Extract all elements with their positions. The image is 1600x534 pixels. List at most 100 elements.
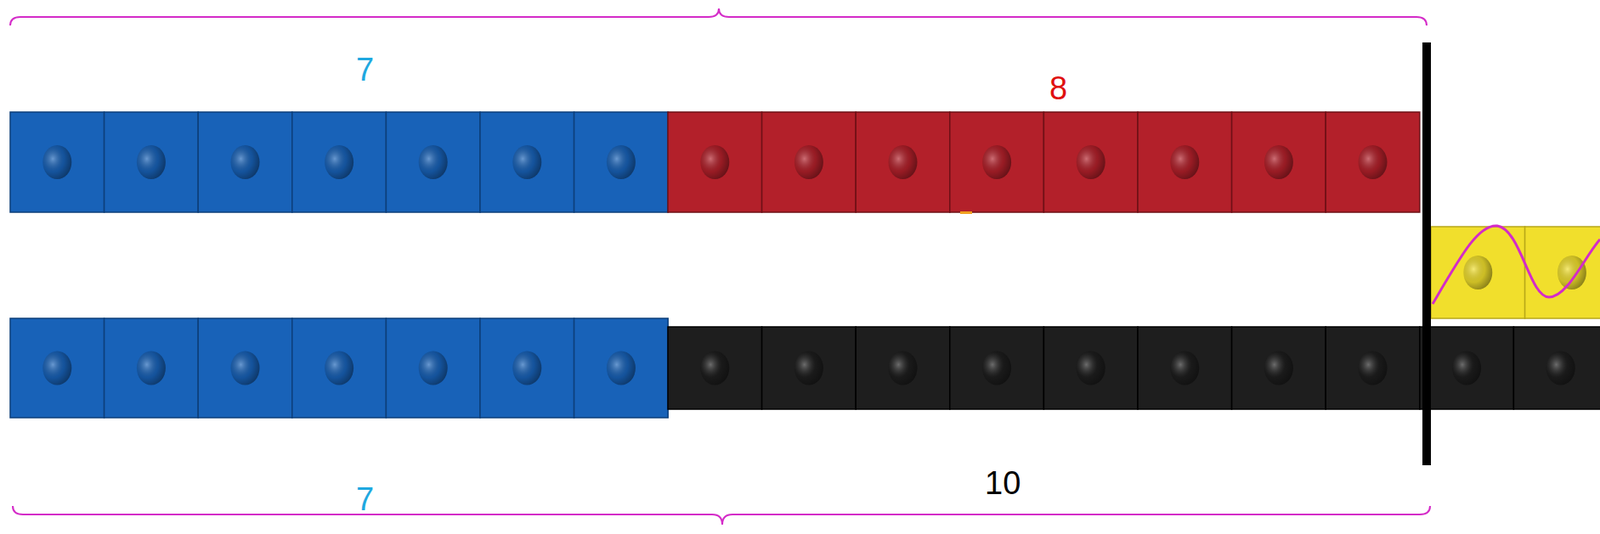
black-cube [1232, 327, 1327, 410]
black-cube [762, 327, 857, 410]
red-cube [1325, 112, 1420, 213]
blue-cube [480, 112, 575, 213]
cube-dimple-shade [888, 145, 918, 180]
black-cube [1137, 327, 1233, 410]
cube-dimple [1264, 351, 1294, 386]
cube-dimple [1170, 351, 1199, 386]
blue-cube [574, 318, 669, 419]
cube-dimple [794, 351, 824, 386]
yellow-cube [1430, 226, 1526, 319]
cube-dimple [700, 145, 730, 180]
blue-cube [385, 318, 481, 419]
cube-dimple-shade [1358, 145, 1388, 180]
blue-cube [574, 112, 669, 213]
cube-dimple [136, 145, 166, 180]
cube-dimple-shade [42, 351, 72, 386]
cube-dimple-shade [606, 351, 636, 386]
cube-dimple [42, 145, 72, 180]
cube-dimple [1557, 255, 1587, 290]
cube-dimple-shade [418, 145, 448, 180]
blue-cube [104, 112, 199, 213]
cube-dimple-shade [1452, 351, 1482, 386]
black-cube [949, 327, 1045, 410]
cube-dimple-shade [606, 145, 636, 180]
red-cube [762, 112, 857, 213]
black-cube [1043, 327, 1138, 410]
cube-dimple-shade [700, 145, 730, 180]
red-cube [855, 112, 950, 213]
cube-dimple-shade [136, 145, 166, 180]
blue-cube [385, 112, 481, 213]
count-label: 10 [984, 467, 1021, 500]
cube-dimple [982, 145, 1012, 180]
cube-dimple-shade [1546, 351, 1576, 386]
cube-dimple-shade [888, 351, 918, 386]
blue-cube [480, 318, 575, 419]
black-cube [855, 327, 950, 410]
blue-cube [104, 318, 199, 419]
cube-dimple [1358, 145, 1388, 180]
cube-dimple-shade [1264, 351, 1294, 386]
cube-dimple [606, 145, 636, 180]
cube-dimple [888, 351, 918, 386]
cube-dimple-shade [982, 351, 1012, 386]
cube-dimple-shade [1170, 351, 1199, 386]
cube-dimple-shade [231, 145, 261, 180]
black-cube [667, 327, 763, 410]
cube-dimple-shade [794, 351, 824, 386]
cube-dimple-shade [794, 145, 824, 180]
cross-out-wave [1432, 226, 1600, 305]
cube-dimple [1358, 351, 1388, 386]
bottom-brace [12, 506, 1431, 526]
cube-dimple-shade [512, 351, 542, 386]
blue-cube [10, 318, 105, 419]
cube-dimple-shade [512, 145, 542, 180]
cube-dimple-shade [1170, 145, 1199, 180]
cube-dimple [42, 351, 72, 386]
cube-dimple-shade [1557, 255, 1587, 290]
divider-line [1422, 42, 1431, 466]
cube-dimple-shade [324, 351, 354, 386]
black-cube [1513, 327, 1600, 410]
cube-dimple [1264, 145, 1294, 180]
cube-dimple [1076, 145, 1106, 180]
cube-dimple-shade [42, 145, 72, 180]
cube-dimple [794, 145, 824, 180]
cube-dimple [1452, 351, 1482, 386]
cube-dimple [888, 145, 918, 180]
blue-cube [197, 318, 293, 419]
count-label: 7 [356, 53, 374, 86]
red-cube [667, 112, 763, 213]
yellow-cube [1525, 226, 1600, 319]
cube-dimple-shade [1264, 145, 1294, 180]
count-label: 8 [1049, 72, 1068, 105]
cube-dimple [1076, 351, 1106, 386]
stray-mark [960, 211, 973, 215]
top-brace [10, 8, 1427, 26]
cube-dimple-shade [1076, 145, 1106, 180]
cube-dimple [136, 351, 166, 386]
cube-dimple-shade [136, 351, 166, 386]
red-cube [1232, 112, 1327, 213]
black-cube [1325, 327, 1420, 410]
blue-cube [292, 318, 387, 419]
cube-dimple-shade [982, 145, 1012, 180]
cube-dimple-shade [700, 351, 730, 386]
cube-dimple [418, 351, 448, 386]
cube-dimple [982, 351, 1012, 386]
count-label: 7 [356, 483, 374, 516]
blue-cube [292, 112, 387, 213]
cube-dimple-shade [231, 351, 261, 386]
cube-dimple [700, 351, 730, 386]
cube-rows [10, 112, 1600, 419]
cube-dimple [418, 145, 448, 180]
black-cube [1419, 327, 1515, 410]
cube-dimple [1170, 145, 1199, 180]
red-cube [1137, 112, 1233, 213]
cube-dimple [231, 351, 261, 386]
cube-dimple-shade [1076, 351, 1106, 386]
cube-dimple [512, 351, 542, 386]
cube-dimple-shade [1358, 351, 1388, 386]
cube-dimple [324, 145, 354, 180]
